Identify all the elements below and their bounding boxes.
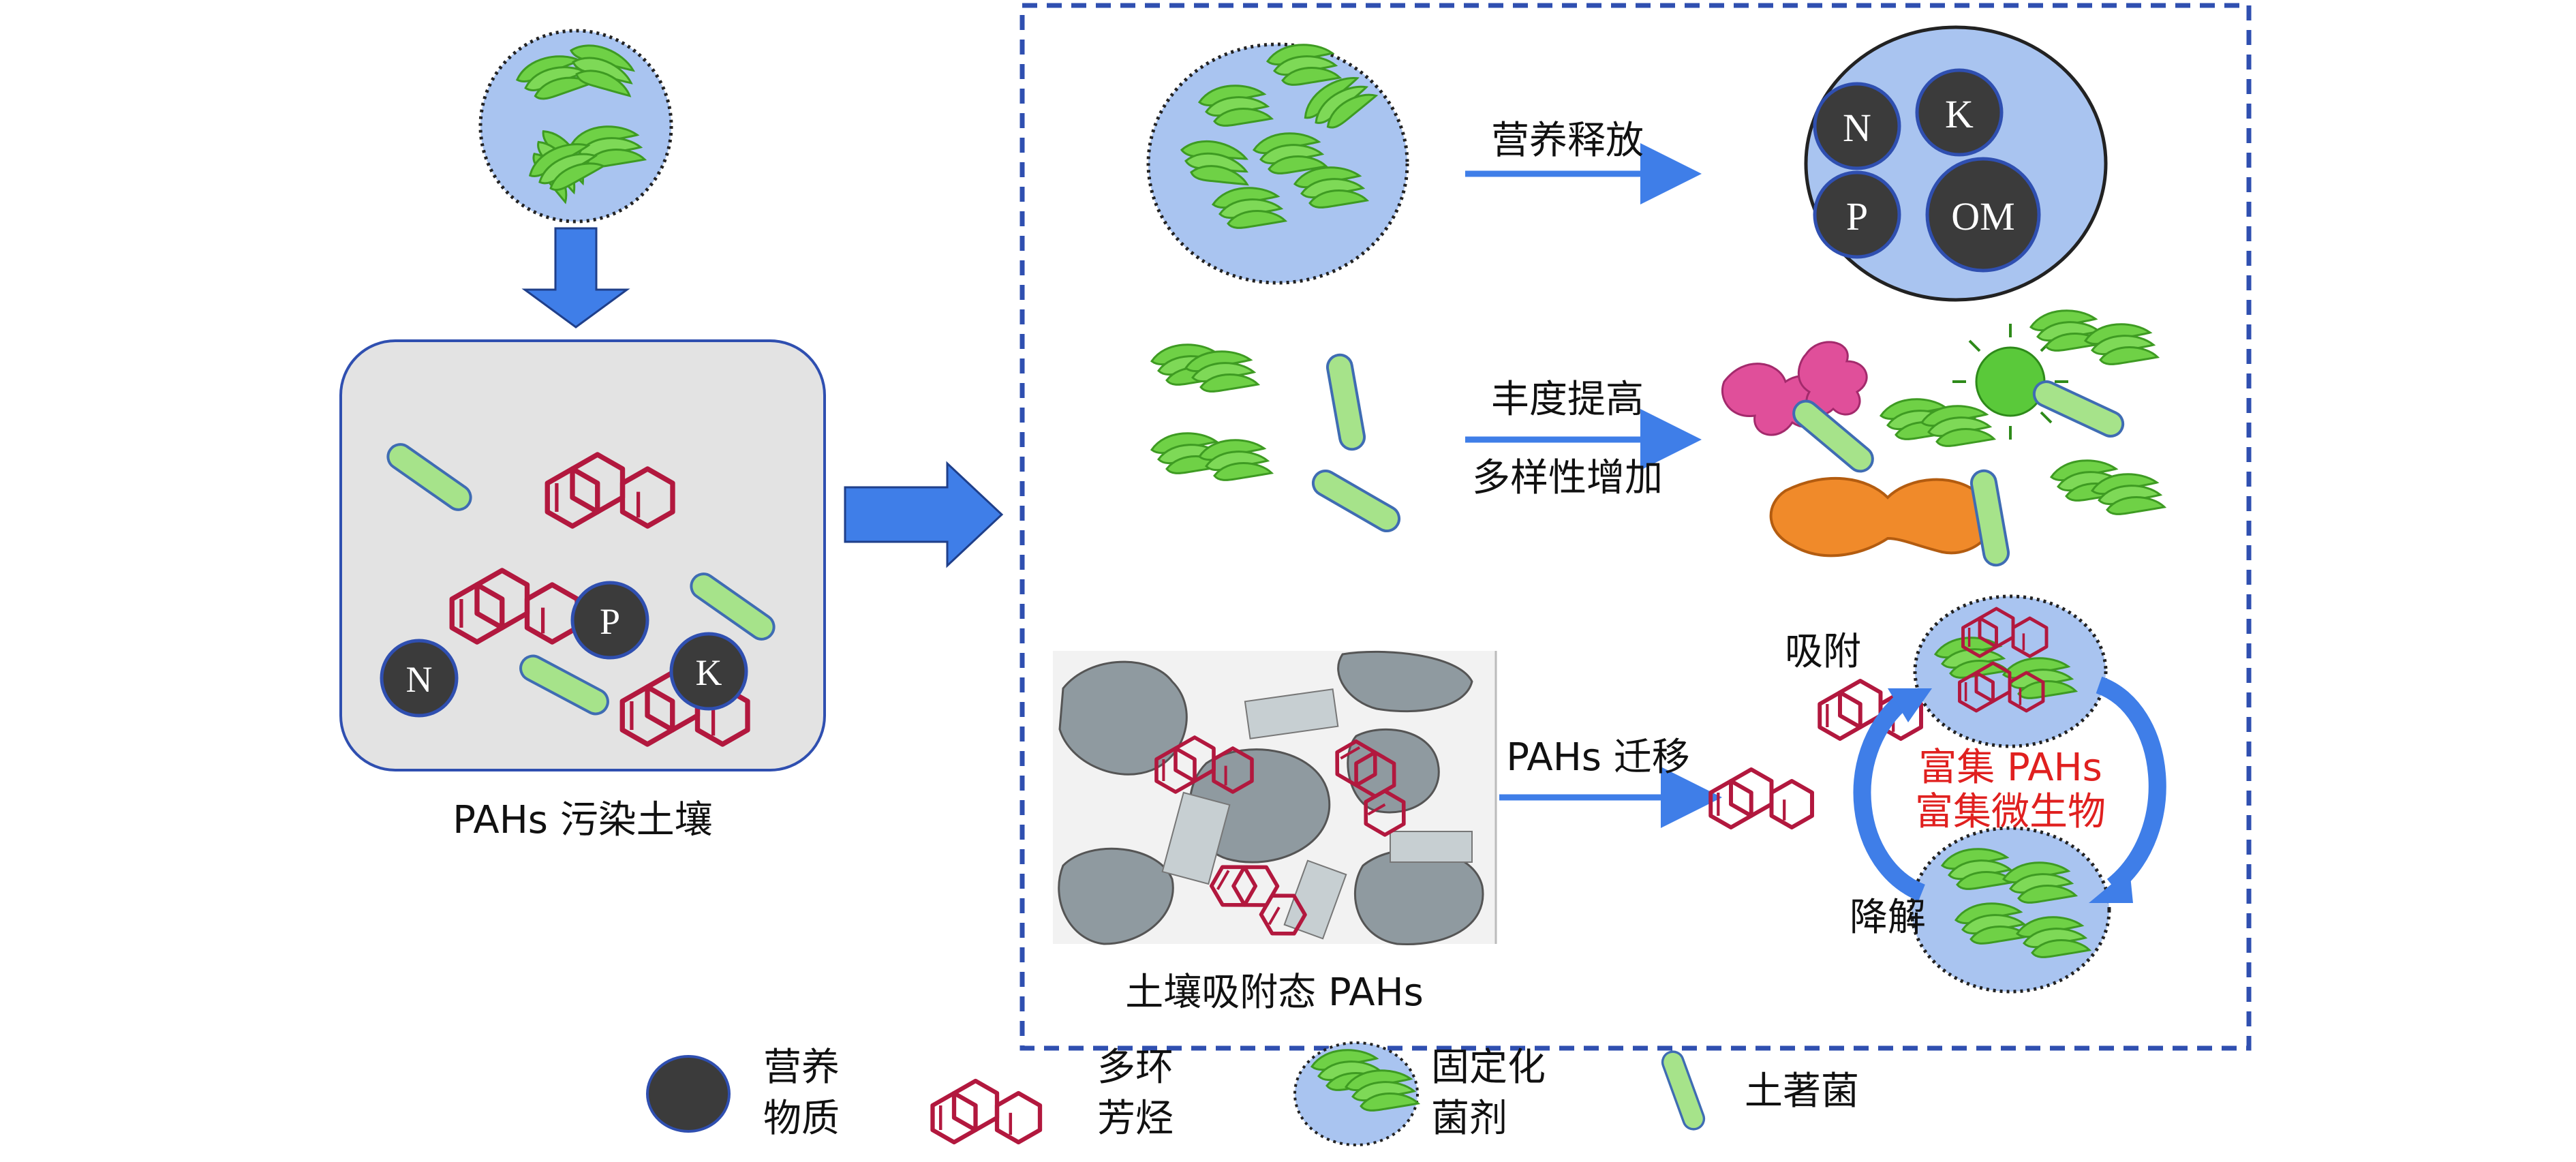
degrade-label: 降解 xyxy=(1850,896,1926,940)
bacteria-group-before xyxy=(1150,343,1405,537)
mechanism-panel xyxy=(1019,3,2252,1051)
immobilized-bacteria-icon xyxy=(1293,1041,1420,1146)
svg-text:芳烃: 芳烃 xyxy=(1097,1097,1174,1141)
adsorb-label: 吸附 xyxy=(1785,630,1861,674)
pahs-migration-label: PAHs 迁移 xyxy=(1506,735,1690,780)
legend-item-nutrient: 营养 物质 xyxy=(646,1045,840,1141)
enrich-sphere xyxy=(1913,594,2108,748)
bacteria-group-after xyxy=(1721,309,2166,569)
svg-text:N: N xyxy=(1843,106,1871,150)
svg-text:P: P xyxy=(1846,194,1868,239)
legend-item-pah: 多环 芳烃 xyxy=(933,1045,1174,1142)
svg-text:N: N xyxy=(406,659,433,700)
legend-item-immobilized: 固定化 菌剂 xyxy=(1293,1041,1546,1146)
cycle-arrow-left xyxy=(1853,695,1926,902)
nutrient-sphere: N K P OM xyxy=(1804,25,2108,302)
right-arrow xyxy=(844,461,1004,568)
immobilized-bacteria-carrier xyxy=(478,29,673,224)
diversity-label: 多样性增加 xyxy=(1472,456,1663,500)
migrating-pah xyxy=(1711,769,1812,827)
svg-text:固定化: 固定化 xyxy=(1431,1045,1546,1090)
svg-text:OM: OM xyxy=(1951,194,2014,239)
adsorbed-pahs-caption: 土壤吸附态 PAHs xyxy=(1125,970,1424,1015)
nutrient-N: N xyxy=(380,639,459,718)
svg-text:营养: 营养 xyxy=(763,1045,840,1090)
polluted-soil-box: N P K xyxy=(339,339,826,771)
svg-text:K: K xyxy=(696,652,722,693)
abundance-label: 丰度提高 xyxy=(1491,378,1644,422)
legend-item-indigenous: 土著菌 xyxy=(1658,1048,1859,1133)
svg-text:K: K xyxy=(1945,92,1974,136)
svg-text:菌剂: 菌剂 xyxy=(1431,1097,1507,1141)
legend: 营养 物质 多环 芳烃 固定化 菌剂 土著菌 xyxy=(646,1041,1859,1146)
pah-molecule-icon xyxy=(933,1081,1041,1142)
nutrient-circle-icon xyxy=(646,1055,731,1133)
enrich-pahs-label: 富集 PAHs xyxy=(1918,746,2102,790)
carrier-sphere-row1 xyxy=(1146,42,1409,285)
nutrient-P: P xyxy=(570,581,649,660)
down-arrow xyxy=(521,227,630,328)
nutrient-release-label: 营养释放 xyxy=(1491,119,1644,163)
left-panel-caption: PAHs 污染土壤 xyxy=(453,798,713,842)
svg-text:多环: 多环 xyxy=(1097,1045,1174,1090)
degrade-sphere xyxy=(1910,826,2111,994)
soil-particle-image xyxy=(1053,650,1497,946)
enrich-microbe-label: 富集微生物 xyxy=(1915,790,2106,834)
cycle-arrow-right xyxy=(2096,676,2166,893)
svg-text:P: P xyxy=(600,601,620,642)
svg-text:物质: 物质 xyxy=(763,1097,840,1141)
indigenous-bacteria-icon xyxy=(1658,1048,1708,1133)
nutrient-K: K xyxy=(669,632,748,711)
svg-text:土著菌: 土著菌 xyxy=(1745,1069,1859,1114)
